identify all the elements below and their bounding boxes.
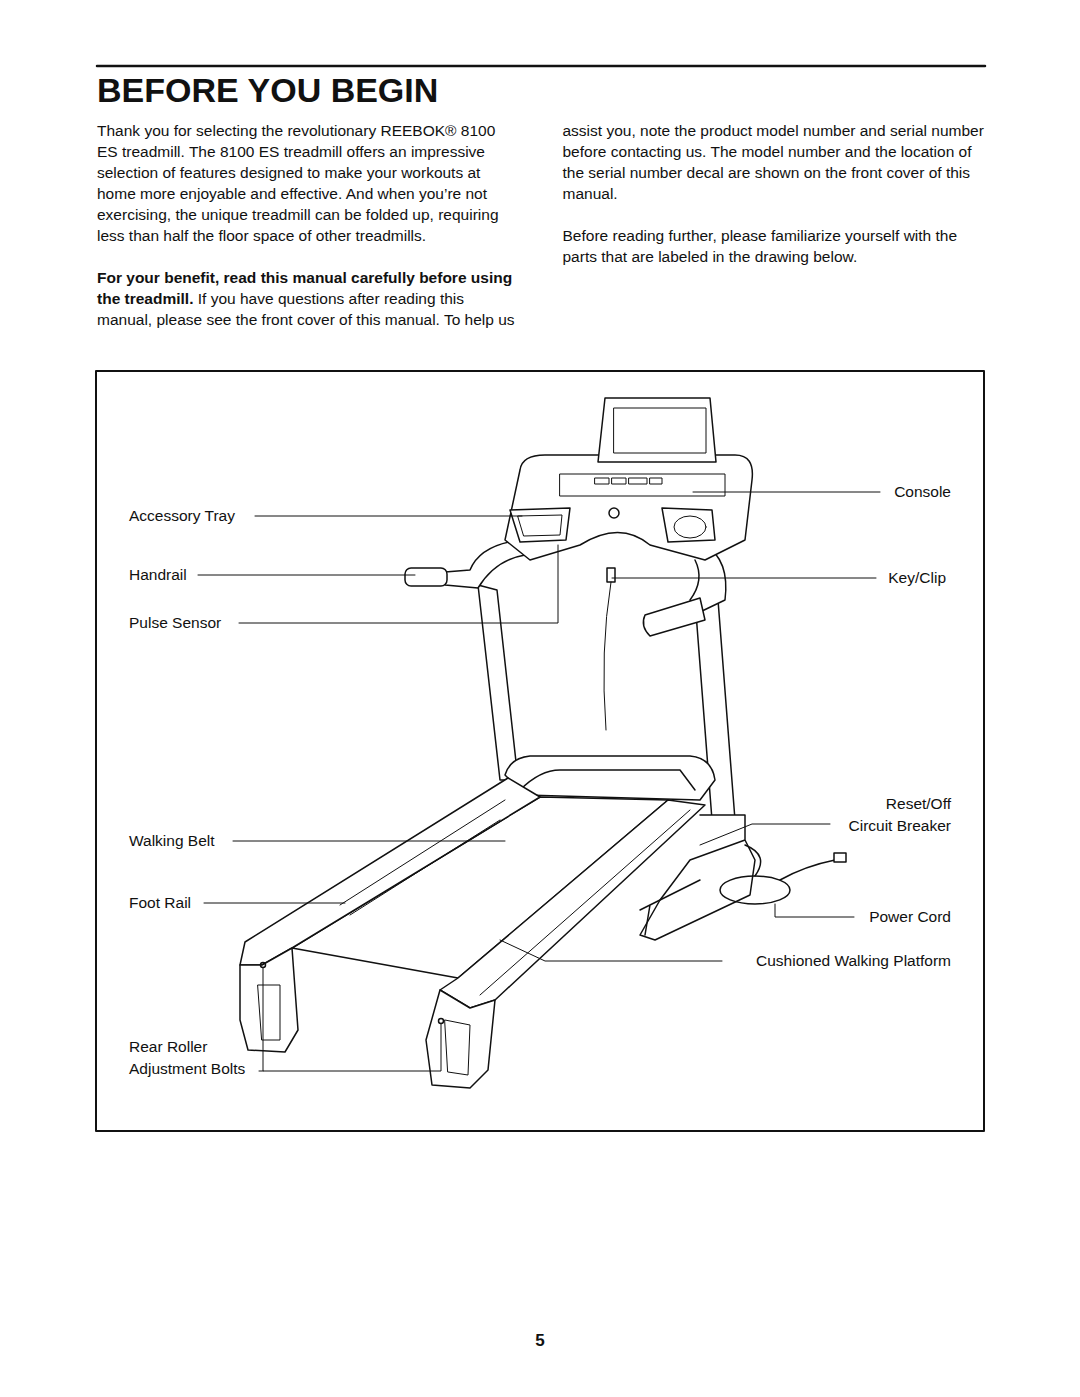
paragraph: Before reading further, please familiari… (563, 225, 986, 267)
part-label: Power Cord (869, 906, 951, 928)
part-label: Handrail (129, 564, 187, 586)
part-label: Accessory Tray (129, 505, 235, 527)
part-label: Reset/Off Circuit Breaker (839, 793, 951, 837)
part-label: Pulse Sensor (129, 612, 221, 634)
paragraph: Thank you for selecting the revolutionar… (97, 120, 520, 246)
part-label: Rear Roller Adjustment Bolts (129, 1036, 253, 1080)
part-label: Walking Belt (129, 830, 215, 852)
part-label: Key/Clip (888, 567, 946, 589)
header-rule (97, 65, 985, 68)
page-title: BEFORE YOU BEGIN (97, 70, 438, 110)
page-number: 5 (535, 1330, 544, 1352)
part-label: Foot Rail (129, 892, 191, 914)
leader-lines (198, 492, 880, 1071)
intro-text: Thank you for selecting the revolutionar… (97, 120, 985, 335)
figure-frame (96, 371, 984, 1131)
part-label: Console (894, 481, 951, 503)
part-label: Cushioned Walking Platform (756, 950, 951, 972)
body-text: Before reading further, please familiari… (563, 227, 958, 265)
treadmill-drawing (198, 398, 880, 1088)
body-text: Thank you for selecting the revolutionar… (97, 122, 499, 244)
